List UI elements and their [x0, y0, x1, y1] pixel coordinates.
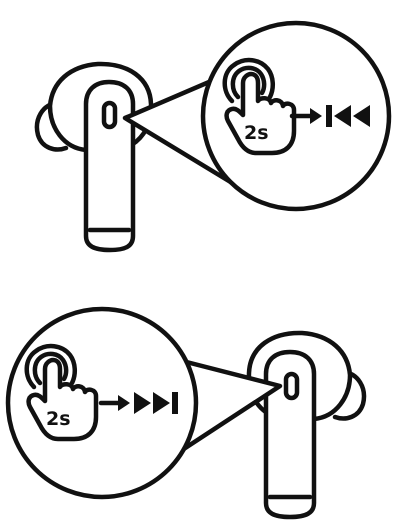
touch-hold-hand-icon: 2s: [222, 57, 297, 156]
earbud-top: [34, 61, 154, 253]
instruction-previous-track: 2s: [34, 20, 392, 253]
instruction-next-track: 2s: [5, 306, 367, 520]
duration-badge: 2s: [244, 122, 269, 144]
touch-hold-hand-icon: 2s: [24, 343, 99, 442]
next-track-icon: [134, 392, 178, 414]
touch-sensor-bottom: [283, 371, 300, 401]
arrow-right-icon: [98, 395, 130, 411]
duration-badge: 2s: [46, 408, 71, 430]
previous-track-icon: [326, 105, 370, 127]
earbud-bottom: [246, 330, 367, 520]
arrow-right-icon: [289, 108, 322, 124]
touch-sensor-top: [101, 100, 118, 130]
